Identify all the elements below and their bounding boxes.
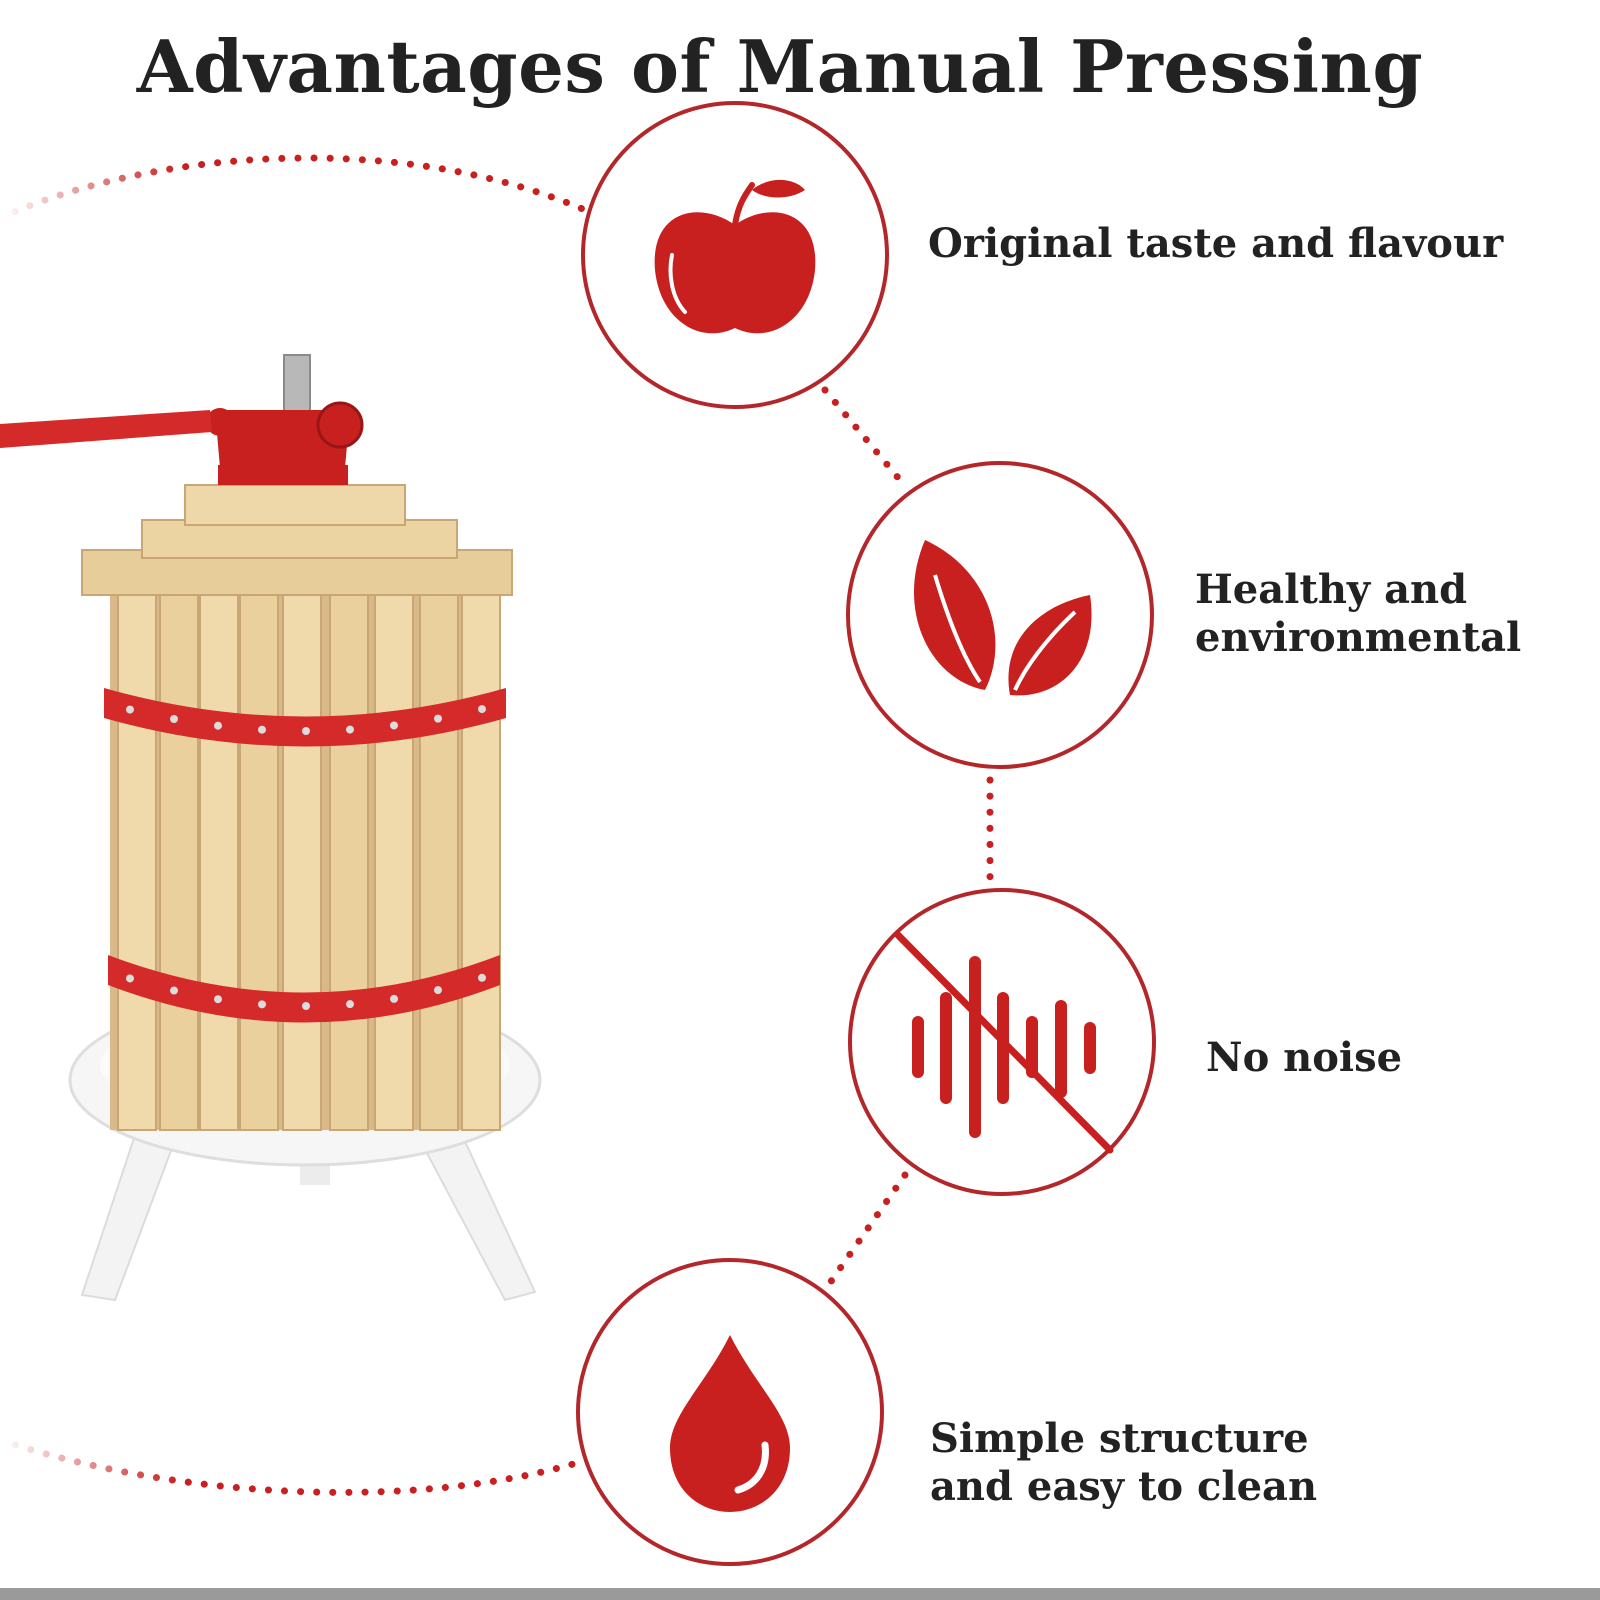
band-rivet	[478, 705, 486, 714]
barrel-stave	[419, 589, 459, 1131]
feature-label-3-line-1: No noise	[1206, 1034, 1403, 1081]
barrel-stave	[159, 589, 199, 1131]
feature-label-2-line-1: Healthy and	[1195, 566, 1468, 613]
band-rivet	[346, 1000, 354, 1009]
feature-label-4: Simple structure and easy to clean	[930, 1415, 1317, 1511]
barrel-stave	[329, 589, 369, 1131]
barrel-stave	[239, 589, 279, 1131]
feature-label-2: Healthy and environmental	[1195, 566, 1521, 662]
apple-icon	[654, 179, 816, 334]
band-rivet	[214, 995, 222, 1004]
no-sound-icon	[894, 931, 1114, 1154]
feature-circle-1	[581, 101, 889, 409]
feature-label-2-line-2: environmental	[1195, 614, 1522, 661]
band-rivet	[170, 986, 178, 995]
barrel-stave	[374, 589, 414, 1131]
band-rivet	[302, 1001, 310, 1010]
band-rivet	[258, 725, 266, 734]
water-drop-icon	[670, 1335, 790, 1512]
feature-circle-4	[576, 1258, 884, 1566]
bottom-border	[0, 1588, 1600, 1600]
feature-label-1: Original taste and flavour	[928, 220, 1503, 268]
band-rivet	[126, 974, 134, 983]
band-rivet	[478, 973, 486, 982]
leaves-icon	[913, 540, 1092, 696]
band-rivet	[390, 721, 398, 730]
feature-label-1-line-1: Original taste and flavour	[928, 220, 1504, 267]
band-rivet	[434, 986, 442, 995]
band-rivet	[434, 714, 442, 723]
barrel-stave	[282, 589, 322, 1131]
band-rivet	[302, 726, 310, 735]
band-rivet	[214, 721, 222, 730]
feature-label-3: No noise	[1206, 1034, 1402, 1082]
feature-label-4-line-1: Simple structure	[930, 1415, 1309, 1462]
barrel-stave	[199, 589, 239, 1131]
dotted-arc	[0, 120, 994, 1530]
band-rivet	[390, 994, 398, 1003]
barrel-stave	[461, 589, 501, 1131]
band-rivet	[170, 714, 178, 723]
band-rivet	[258, 1000, 266, 1009]
feature-circle-2	[846, 461, 1154, 769]
band-rivet	[126, 705, 134, 714]
band-rivet	[346, 725, 354, 734]
barrel-stave	[117, 589, 157, 1131]
feature-circle-3	[848, 888, 1156, 1196]
page-title: Advantages of Manual Pressing	[136, 24, 1424, 109]
feature-label-4-line-2: and easy to clean	[930, 1463, 1318, 1510]
fruit-press-image	[0, 354, 542, 1302]
